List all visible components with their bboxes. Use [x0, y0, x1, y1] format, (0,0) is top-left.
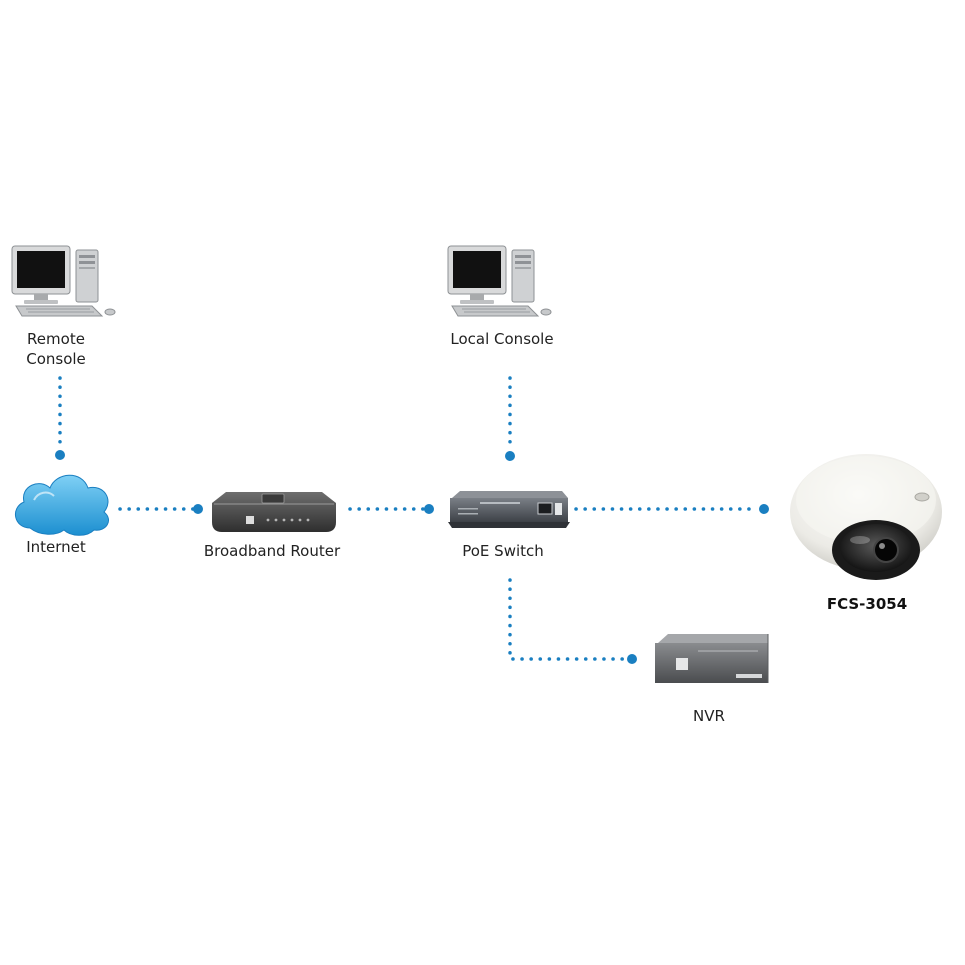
- broadband-router-label: Broadband Router: [204, 542, 341, 560]
- remote-console-icon: [11, 245, 116, 317]
- router-icon: [212, 492, 336, 532]
- connector-internet-router: [118, 504, 203, 514]
- connector-remote-internet: [55, 376, 65, 460]
- remote-console-label-line1: Remote: [27, 330, 85, 348]
- cloud-icon: [15, 474, 109, 536]
- connector-switch-camera: [574, 504, 769, 514]
- camera-label: FCS-3054: [827, 595, 907, 613]
- nvr-recorder-icon: [655, 634, 769, 683]
- poe-switch-label: PoE Switch: [462, 542, 544, 560]
- network-switch-icon: [448, 491, 570, 528]
- local-console-icon: [447, 245, 552, 317]
- dome-camera-icon: [790, 454, 942, 580]
- internet-label: Internet: [26, 538, 86, 556]
- connector-switch-nvr: [508, 578, 637, 664]
- local-console-label: Local Console: [450, 330, 553, 348]
- connector-router-switch: [348, 504, 434, 514]
- nvr-label: NVR: [693, 707, 725, 725]
- connector-local-switch: [505, 376, 515, 461]
- remote-console-label-line2: Console: [26, 350, 86, 368]
